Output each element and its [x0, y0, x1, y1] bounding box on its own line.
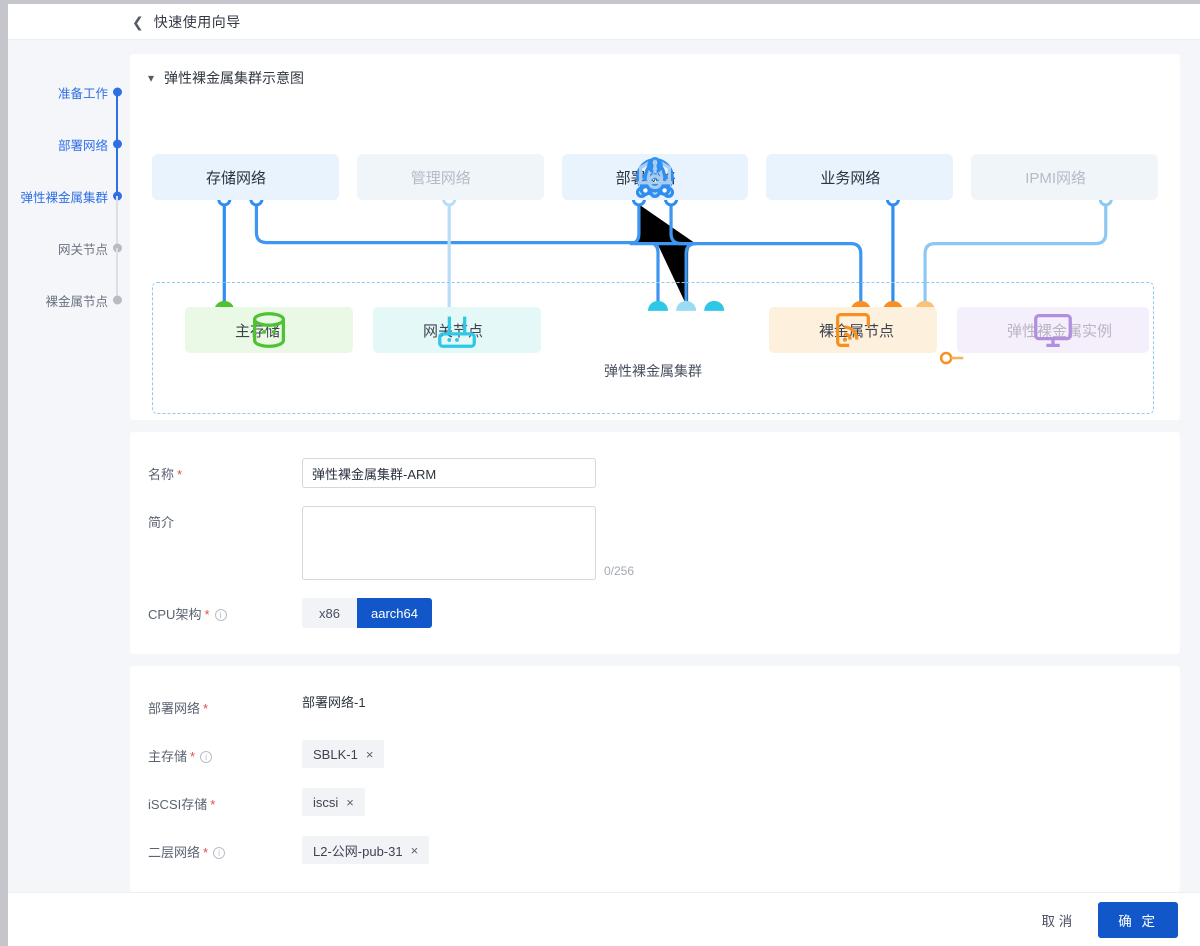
field-row-name: 名称*: [130, 458, 1180, 488]
router-icon: [391, 316, 476, 348]
step-connector: [116, 92, 118, 144]
confirm-button[interactable]: 确 定: [1098, 901, 1178, 938]
required-mark: *: [177, 467, 183, 482]
network-label: IPMI网络: [1025, 169, 1087, 187]
diagram-title: 弹性裸金属集群示意图: [164, 70, 305, 86]
signal-square-icon: [787, 313, 870, 347]
required-mark: *: [210, 797, 216, 812]
network-box-management[interactable]: 管理网络: [356, 154, 672, 200]
content-column: ▾ 弹性裸金属集群示意图: [130, 40, 1200, 892]
main-storage-tag[interactable]: SBLK-1 ×: [302, 740, 385, 768]
required-mark: *: [203, 845, 209, 860]
node-label: 弹性裸金属实例: [1007, 322, 1113, 340]
field-label-deploy-network: 部署网络*: [148, 701, 209, 716]
field-label-l2-network: 二层网络*i: [130, 836, 302, 861]
close-icon[interactable]: ×: [346, 794, 354, 810]
field-label-iscsi-storage: iSCSI存储*: [148, 797, 216, 812]
node-gateway[interactable]: 网关节点: [373, 307, 541, 353]
field-row-iscsi-storage: iSCSI存储* iscsi ×: [130, 788, 1180, 818]
step-connector: [116, 248, 118, 300]
close-icon[interactable]: ×: [365, 746, 374, 762]
node-bare-metal-instance[interactable]: 弹性裸金属实例: [957, 307, 1149, 353]
tag-label: iscsi: [313, 794, 339, 810]
network-box-ipmi[interactable]: IPMI网络: [637, 154, 1158, 200]
network-label: 管理网络: [410, 169, 471, 187]
page-title: 快速使用向导: [153, 13, 241, 30]
name-input[interactable]: [302, 458, 596, 488]
network-box-storage[interactable]: 存储网络: [152, 154, 674, 200]
cpu-arch-option-aarch64[interactable]: aarch64: [357, 598, 432, 628]
required-mark: *: [203, 701, 209, 716]
cluster-diagram: 存储网络 管理网络: [148, 92, 1162, 414]
action-footer: 取 消 确 定: [8, 892, 1200, 946]
step-label: 准备工作: [57, 86, 108, 101]
step-rail: 准备工作 部署网络 弹性裸金属集群 网关节点 裸金属节点: [8, 40, 130, 892]
required-mark: *: [190, 749, 196, 764]
info-icon[interactable]: i: [214, 609, 227, 621]
char-counter: 0/256: [604, 564, 635, 578]
field-label-description: 简介: [148, 515, 175, 530]
cpu-arch-option-x86[interactable]: x86: [302, 598, 357, 628]
field-row-description: 简介 0/256: [130, 506, 1180, 580]
page-header: ❮ 快速使用向导: [8, 4, 1200, 40]
iscsi-storage-tag[interactable]: iscsi ×: [302, 788, 365, 816]
node-main-storage[interactable]: 主存储: [185, 307, 353, 353]
step-label: 裸金属节点: [45, 294, 108, 309]
network-label: 存储网络: [206, 169, 267, 187]
close-icon[interactable]: ×: [410, 842, 419, 858]
step-item-gateway-node[interactable]: 网关节点: [8, 222, 130, 300]
step-label: 网关节点: [57, 242, 108, 257]
monitor-icon: [975, 313, 1072, 347]
app-window: ❮ 快速使用向导 准备工作 部署网络 弹性裸金属集群 网关节点: [8, 4, 1200, 946]
field-label-main-storage: 主存储*i: [130, 740, 302, 765]
chevron-down-icon[interactable]: ▾: [148, 71, 155, 85]
page-body: 准备工作 部署网络 弹性裸金属集群 网关节点 裸金属节点: [8, 40, 1200, 892]
network-label: 业务网络: [820, 169, 881, 187]
step-label: 弹性裸金属集群: [20, 190, 108, 205]
cpu-arch-segmented: x86 aarch64: [302, 598, 432, 628]
l2-network-tag[interactable]: L2-公网-pub-31 ×: [302, 836, 430, 864]
step-item-bare-metal-node[interactable]: 裸金属节点: [8, 274, 130, 326]
network-box-business[interactable]: 业务网络: [639, 154, 954, 200]
step-connector: [116, 144, 118, 196]
info-icon[interactable]: i: [213, 847, 226, 859]
field-row-deploy-network: 部署网络* 部署网络-1: [130, 692, 1180, 722]
deploy-network-value: 部署网络-1: [302, 695, 366, 710]
network-info-card: 部署网络* 部署网络-1 主存储*i SBLK-1 ×: [130, 666, 1180, 892]
cluster-zone-label: 弹性裸金属集群: [604, 363, 702, 379]
field-row-cpu-arch: CPU架构*i x86 aarch64: [130, 598, 1180, 628]
info-icon[interactable]: i: [200, 751, 213, 763]
field-row-l2-network: 二层网络*i L2-公网-pub-31 ×: [130, 836, 1180, 866]
cancel-button[interactable]: 取 消: [1031, 904, 1082, 936]
description-textarea[interactable]: [302, 506, 596, 580]
step-item-bare-metal-cluster[interactable]: 弹性裸金属集群: [8, 170, 130, 248]
network-row: 存储网络 管理网络: [148, 154, 1162, 200]
junction-icon: [637, 159, 1013, 190]
field-label-name: 名称*: [148, 467, 183, 482]
tag-label: SBLK-1: [313, 746, 358, 762]
required-mark: *: [204, 607, 210, 622]
database-icon: [203, 312, 286, 348]
diagram-header[interactable]: ▾ 弹性裸金属集群示意图: [148, 68, 1162, 88]
tag-label: L2-公网-pub-31: [313, 843, 403, 859]
diagram-card: ▾ 弹性裸金属集群示意图: [130, 54, 1180, 420]
step-item-deploy-network[interactable]: 部署网络: [8, 118, 130, 196]
step-item-preparation[interactable]: 准备工作: [8, 66, 130, 144]
step-dot-icon: [113, 295, 122, 305]
field-row-main-storage: 主存储*i SBLK-1 ×: [130, 740, 1180, 770]
node-bare-metal[interactable]: 裸金属节点: [769, 307, 937, 353]
step-label: 部署网络: [57, 138, 108, 153]
chevron-left-icon[interactable]: ❮: [132, 13, 144, 30]
basic-info-card: 名称* 简介 0/256: [130, 432, 1180, 654]
cluster-zone: 主存储 网关节点: [152, 282, 1154, 414]
step-connector: [116, 196, 118, 248]
field-label-cpu-arch: CPU架构*i: [130, 598, 302, 623]
